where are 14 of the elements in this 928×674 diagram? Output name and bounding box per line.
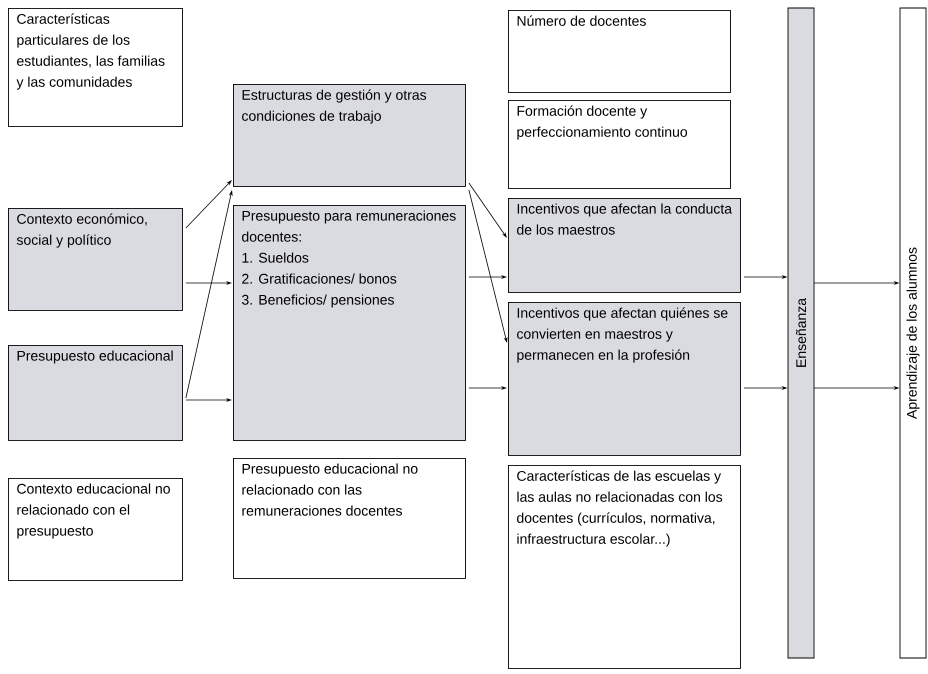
process-box: Características particulares de los estudiantes, las familias y las comunidades <box>8 8 183 127</box>
process-box: Presupuesto para remuneraciones docentes: 1. Sueldos 2. Gratificaciones/ bonos 3. Beneficios/ pensiones <box>233 205 466 441</box>
process-box: Número de docentes <box>508 10 731 93</box>
process-box: Presupuesto educacional <box>8 345 183 441</box>
process-box: Contexto económico, social y político <box>8 208 183 311</box>
vertical-bar: Aprendizaje de los alumnos <box>900 8 926 658</box>
process-box: Estructuras de gestión y otras condiciones de trabajo <box>233 84 466 187</box>
process-box: Características de las escuelas y las aulas no relacionadas con los docentes (currículos, normativa, infraestructura escolar...) <box>508 465 741 669</box>
process-box: Presupuesto educacional no relacionado con las remuneraciones docentes <box>233 458 466 579</box>
process-box: Contexto educacional no relacionado con el presupuesto <box>8 478 183 581</box>
process-box: Incentivos que afectan quiénes se convierten en maestros y permanecen en la profesión <box>508 302 741 456</box>
process-box: Formación docente y perfeccionamiento continuo <box>508 100 731 189</box>
vertical-bar: Enseñanza <box>788 8 814 658</box>
process-box: Incentivos que afectan la conducta de los maestros <box>508 198 741 293</box>
